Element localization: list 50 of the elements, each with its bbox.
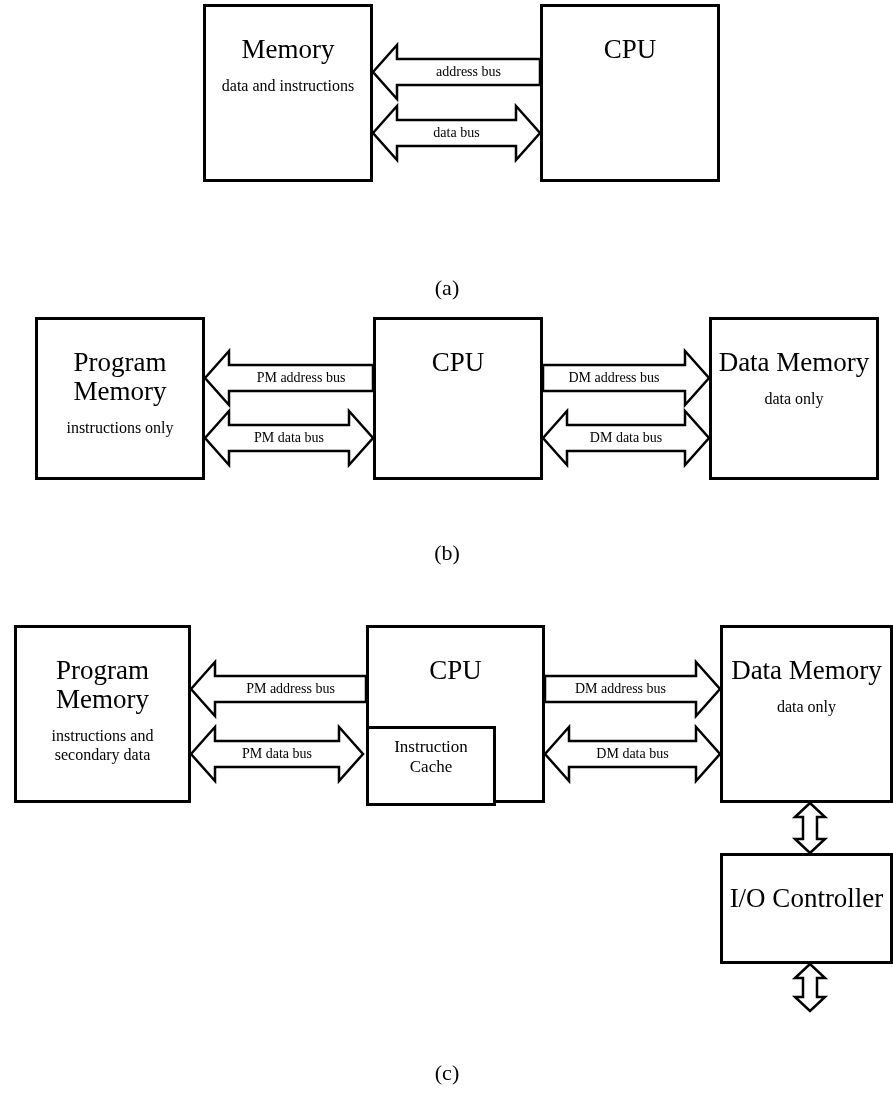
bus-arrow xyxy=(203,407,375,469)
bus-arrow xyxy=(371,102,542,164)
block-title: Data Memory xyxy=(717,348,871,377)
block-title: Program Memory xyxy=(72,348,168,406)
block-box xyxy=(720,625,893,803)
figure-caption: (a) xyxy=(434,275,460,301)
block-title: Instruction Cache xyxy=(393,737,469,777)
figure-caption: (c) xyxy=(434,1060,460,1086)
bus-arrow xyxy=(541,407,711,469)
edge-label: PM data bus xyxy=(254,430,324,446)
block-description: data only xyxy=(763,389,825,408)
bus-arrow xyxy=(203,347,375,409)
edge-label: PM address bus xyxy=(256,370,346,386)
block-box xyxy=(373,317,543,480)
edge-label: PM data bus xyxy=(242,746,312,762)
edge-label: data bus xyxy=(433,125,480,141)
block-title: Memory xyxy=(240,35,336,64)
block-description: instructions only xyxy=(65,418,175,437)
block-box xyxy=(35,317,205,480)
bus-arrow xyxy=(543,658,722,720)
edge-label: DM data bus xyxy=(589,430,663,446)
figure-caption: (b) xyxy=(434,540,460,566)
bus-arrow xyxy=(189,723,365,785)
block-title: Program Memory xyxy=(55,656,150,714)
bus-arrow xyxy=(541,347,711,409)
block-description: data only xyxy=(775,697,838,716)
block-box xyxy=(709,317,879,480)
edge-label: address bus xyxy=(436,64,501,80)
block-description: data and instructions xyxy=(220,76,356,95)
block-box xyxy=(720,853,893,964)
edge-label: PM address bus xyxy=(246,681,335,697)
edge-label: DM address bus xyxy=(568,370,660,386)
block-title: I/O Controller xyxy=(728,884,885,913)
block-title: CPU xyxy=(602,35,658,64)
block-title: CPU xyxy=(430,348,486,377)
block-box xyxy=(366,625,545,803)
bus-arrow xyxy=(791,801,829,855)
cache-box xyxy=(366,726,496,806)
edge-label: DM data bus xyxy=(596,746,669,762)
block-box xyxy=(540,4,720,182)
block-box xyxy=(203,4,373,182)
bus-arrow xyxy=(371,41,542,103)
block-box xyxy=(14,625,191,803)
bus-arrow xyxy=(189,658,368,720)
block-title: Data Memory xyxy=(730,656,883,685)
block-description: instructions and secondary data xyxy=(50,726,155,764)
bus-arrow xyxy=(543,723,722,785)
edge-label: DM address bus xyxy=(575,681,666,697)
bus-arrow xyxy=(791,962,829,1013)
block-title: CPU xyxy=(428,656,483,685)
